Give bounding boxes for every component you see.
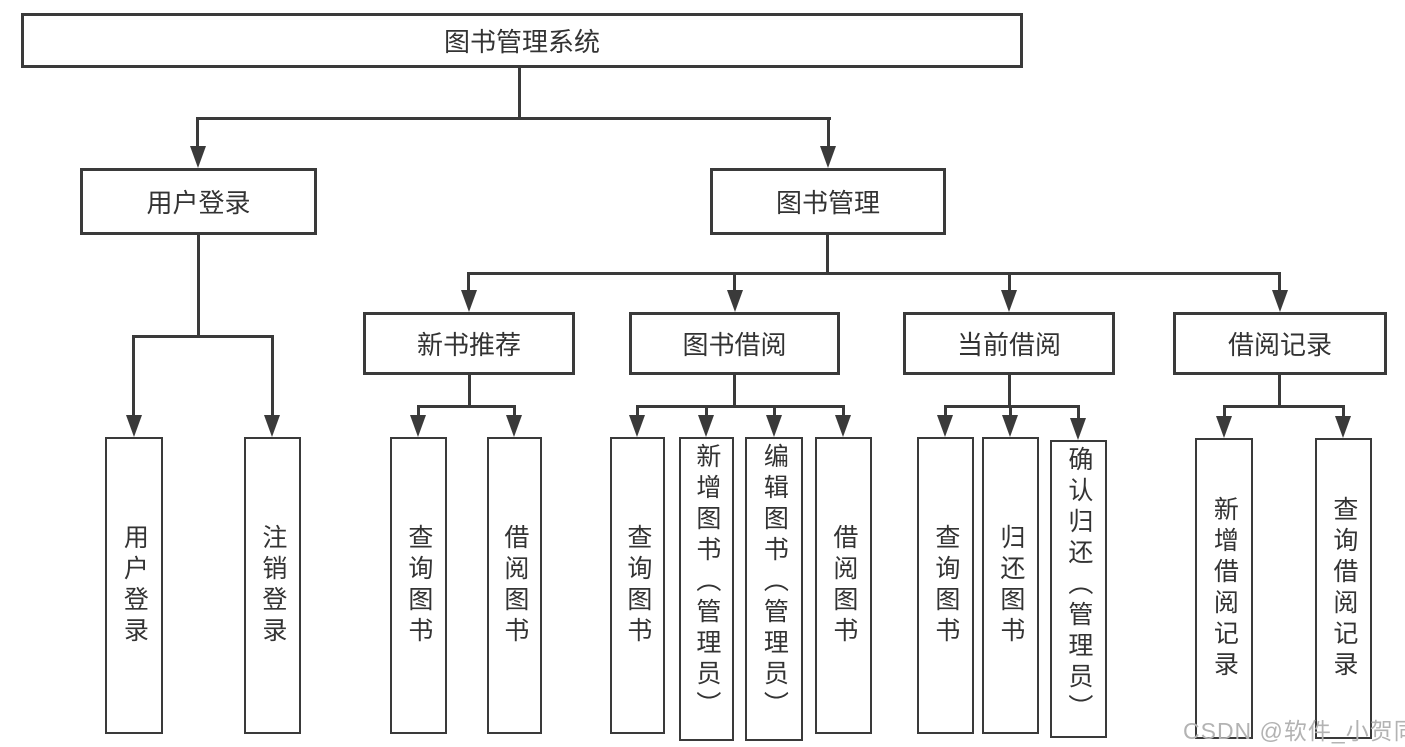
arrow-down-icon — [1002, 415, 1018, 437]
arrow-down-icon — [820, 146, 836, 168]
arrow-down-icon — [1272, 290, 1288, 312]
connector-line — [1008, 272, 1011, 292]
arrow-down-icon — [1335, 416, 1351, 438]
connector-line — [773, 405, 776, 416]
connector-line — [417, 405, 420, 416]
arrow-down-icon — [506, 415, 522, 437]
arrow-down-icon — [410, 415, 426, 437]
arrow-down-icon — [727, 290, 743, 312]
leaf-confirm-return-admin: 确认归还（管理员） — [1050, 440, 1107, 738]
connector-line — [513, 405, 516, 416]
leaf-borrow-books-recommend: 借阅图书 — [487, 437, 542, 734]
connector-line — [842, 405, 845, 416]
connector-line — [826, 235, 829, 274]
leaf-query-books-borrow: 查询图书 — [610, 437, 665, 734]
leaf-query-books-current: 查询图书 — [917, 437, 974, 734]
connector-line — [1342, 405, 1345, 417]
arrow-down-icon — [629, 415, 645, 437]
node-root-library-system: 图书管理系统 — [21, 13, 1023, 68]
arrow-down-icon — [126, 415, 142, 437]
arrow-down-icon — [835, 415, 851, 437]
arrow-down-icon — [264, 415, 280, 437]
connector-line — [518, 66, 521, 119]
connector-line — [196, 117, 831, 120]
connector-line — [417, 405, 516, 408]
arrow-down-icon — [698, 415, 714, 437]
connector-line — [468, 375, 471, 407]
connector-line — [1077, 405, 1080, 419]
connector-line — [944, 405, 947, 416]
connector-line — [271, 335, 274, 417]
leaf-edit-books-admin: 编辑图书（管理员） — [745, 437, 803, 741]
leaf-borrow-books: 借阅图书 — [815, 437, 872, 734]
connector-line — [705, 405, 708, 416]
connector-line — [132, 335, 135, 417]
connector-line — [944, 405, 1080, 408]
arrow-down-icon — [1070, 418, 1086, 440]
arrow-down-icon — [461, 290, 477, 312]
connector-line — [1008, 375, 1011, 407]
arrow-down-icon — [1216, 416, 1232, 438]
connector-line — [1278, 272, 1281, 292]
arrow-down-icon — [1001, 290, 1017, 312]
leaf-add-books-admin: 新增图书（管理员） — [679, 437, 734, 741]
leaf-return-books: 归还图书 — [982, 437, 1039, 734]
connector-line — [636, 405, 844, 408]
node-borrow-records: 借阅记录 — [1173, 312, 1387, 375]
arrow-down-icon — [190, 146, 206, 168]
connector-line — [196, 117, 199, 149]
node-book-management: 图书管理 — [710, 168, 946, 235]
connector-line — [132, 335, 274, 338]
node-book-borrow: 图书借阅 — [629, 312, 840, 375]
connector-line — [1223, 405, 1226, 417]
leaf-add-borrow-record: 新增借阅记录 — [1195, 438, 1253, 739]
node-user-login: 用户登录 — [80, 168, 317, 235]
arrow-down-icon — [766, 415, 782, 437]
node-current-borrow: 当前借阅 — [903, 312, 1115, 375]
connector-line — [827, 117, 830, 149]
connector-line — [636, 405, 639, 416]
leaf-query-books-recommend: 查询图书 — [390, 437, 447, 734]
arrow-down-icon — [937, 415, 953, 437]
watermark: CSDN @软件_小贺同学 — [1183, 718, 1405, 744]
connector-line — [467, 272, 470, 292]
node-new-book-recommend: 新书推荐 — [363, 312, 575, 375]
connector-line — [1278, 375, 1281, 407]
connector-line — [467, 272, 1281, 275]
connector-line — [197, 235, 200, 337]
connector-line — [1009, 405, 1012, 416]
leaf-user-login: 用户登录 — [105, 437, 163, 734]
leaf-logout: 注销登录 — [244, 437, 301, 734]
connector-line — [1223, 405, 1345, 408]
leaf-query-borrow-record: 查询借阅记录 — [1315, 438, 1372, 739]
connector-line — [733, 375, 736, 407]
connector-line — [733, 272, 736, 292]
